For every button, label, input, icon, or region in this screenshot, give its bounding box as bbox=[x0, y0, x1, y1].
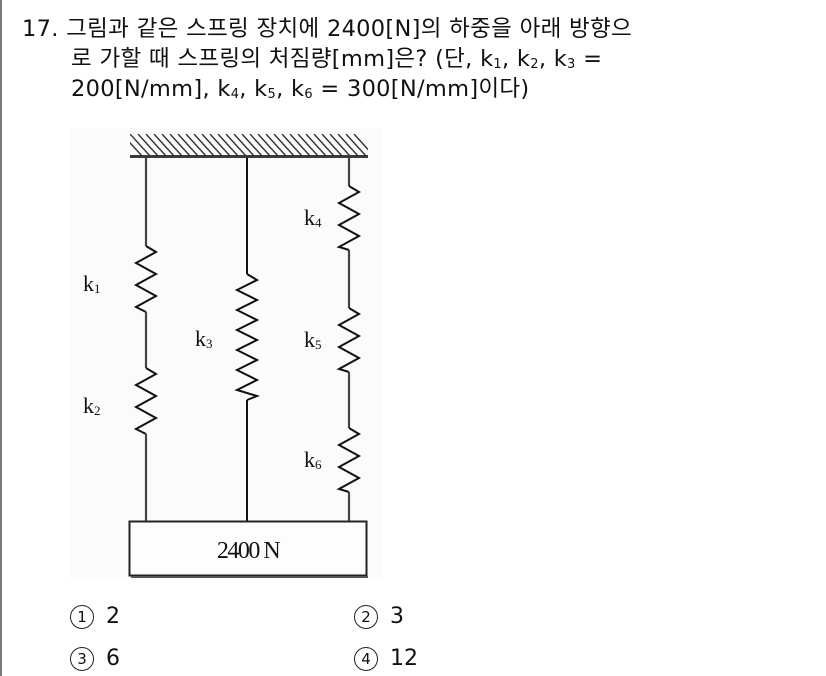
spring-k2 bbox=[133, 367, 159, 435]
choice-3[interactable]: 3 6 bbox=[70, 646, 120, 671]
subscript-2: 2 bbox=[530, 57, 539, 72]
question-line-2: 로 가할 때 스프링의 처짐량[mm]은? (단, k1, k2, k3 = bbox=[22, 44, 802, 74]
right-spring-column bbox=[336, 158, 362, 521]
spring-system-figure: k1 k2 k3 k4 k5 k6 2400 N bbox=[70, 128, 382, 580]
question-text-2a: 로 가할 때 스프링의 처짐량[mm]은? (단, k bbox=[71, 46, 494, 72]
spring-k1 bbox=[133, 245, 159, 313]
label-k4: k4 bbox=[304, 205, 322, 230]
question-text-1: 그림과 같은 스프링 장치에 2400[N]의 하중을 아래 방향으 bbox=[66, 16, 633, 42]
ceiling-hatch bbox=[130, 134, 368, 156]
left-spring-column bbox=[133, 158, 159, 521]
choice-marker-circle-1: 1 bbox=[70, 604, 94, 629]
question-text-3c: , k bbox=[276, 76, 305, 102]
subscript-3: 3 bbox=[567, 57, 576, 72]
spring-k5 bbox=[336, 307, 362, 373]
question-text-2b: , k bbox=[502, 46, 531, 72]
middle-spring-column bbox=[234, 158, 261, 521]
choice-4[interactable]: 4 12 bbox=[354, 646, 418, 671]
load-block bbox=[128, 520, 368, 577]
question-number: 17. bbox=[22, 16, 59, 42]
choice-2[interactable]: 2 3 bbox=[354, 604, 404, 629]
label-k1: k1 bbox=[83, 271, 101, 296]
subscript-4: 4 bbox=[230, 87, 240, 102]
subscript-1: 1 bbox=[493, 57, 502, 72]
spring-k4 bbox=[336, 185, 362, 251]
label-k6: k6 bbox=[304, 447, 322, 472]
question-text-3b: , k bbox=[239, 76, 268, 102]
choice-value: 12 bbox=[390, 646, 418, 671]
question-text-3a: 200[N/mm], k bbox=[71, 76, 231, 102]
choice-marker-circle-3: 3 bbox=[70, 646, 94, 671]
question-stem: 17. 그림과 같은 스프링 장치에 2400[N]의 하중을 아래 방향으 로… bbox=[22, 14, 802, 104]
question-text-3d: = 300[N/mm]이다) bbox=[312, 76, 530, 102]
choice-1[interactable]: 1 2 bbox=[70, 604, 120, 629]
label-k2: k2 bbox=[83, 393, 101, 418]
spring-k6 bbox=[336, 427, 362, 493]
label-k3: k3 bbox=[195, 326, 213, 351]
spring-k3 bbox=[234, 273, 261, 401]
subscript-6: 6 bbox=[304, 87, 313, 102]
choice-value: 3 bbox=[390, 604, 404, 629]
spring-diagram: k1 k2 k3 k4 k5 k6 2400 N bbox=[83, 134, 368, 578]
page-left-border bbox=[0, 0, 2, 676]
label-k5: k5 bbox=[304, 327, 322, 352]
question-text-2d: = bbox=[575, 46, 603, 72]
load-label: 2400 N bbox=[217, 538, 281, 564]
choice-value: 2 bbox=[106, 604, 120, 629]
question-line-3: 200[N/mm], k4, k5, k6 = 300[N/mm]이다) bbox=[22, 74, 802, 104]
question-text-2c: , k bbox=[538, 46, 568, 72]
choice-marker-circle-2: 2 bbox=[354, 604, 378, 629]
subscript-5: 5 bbox=[267, 87, 277, 102]
choice-value: 6 bbox=[106, 646, 120, 671]
question-line-1: 17. 그림과 같은 스프링 장치에 2400[N]의 하중을 아래 방향으 bbox=[22, 14, 802, 44]
choice-marker-circle-4: 4 bbox=[354, 646, 378, 671]
